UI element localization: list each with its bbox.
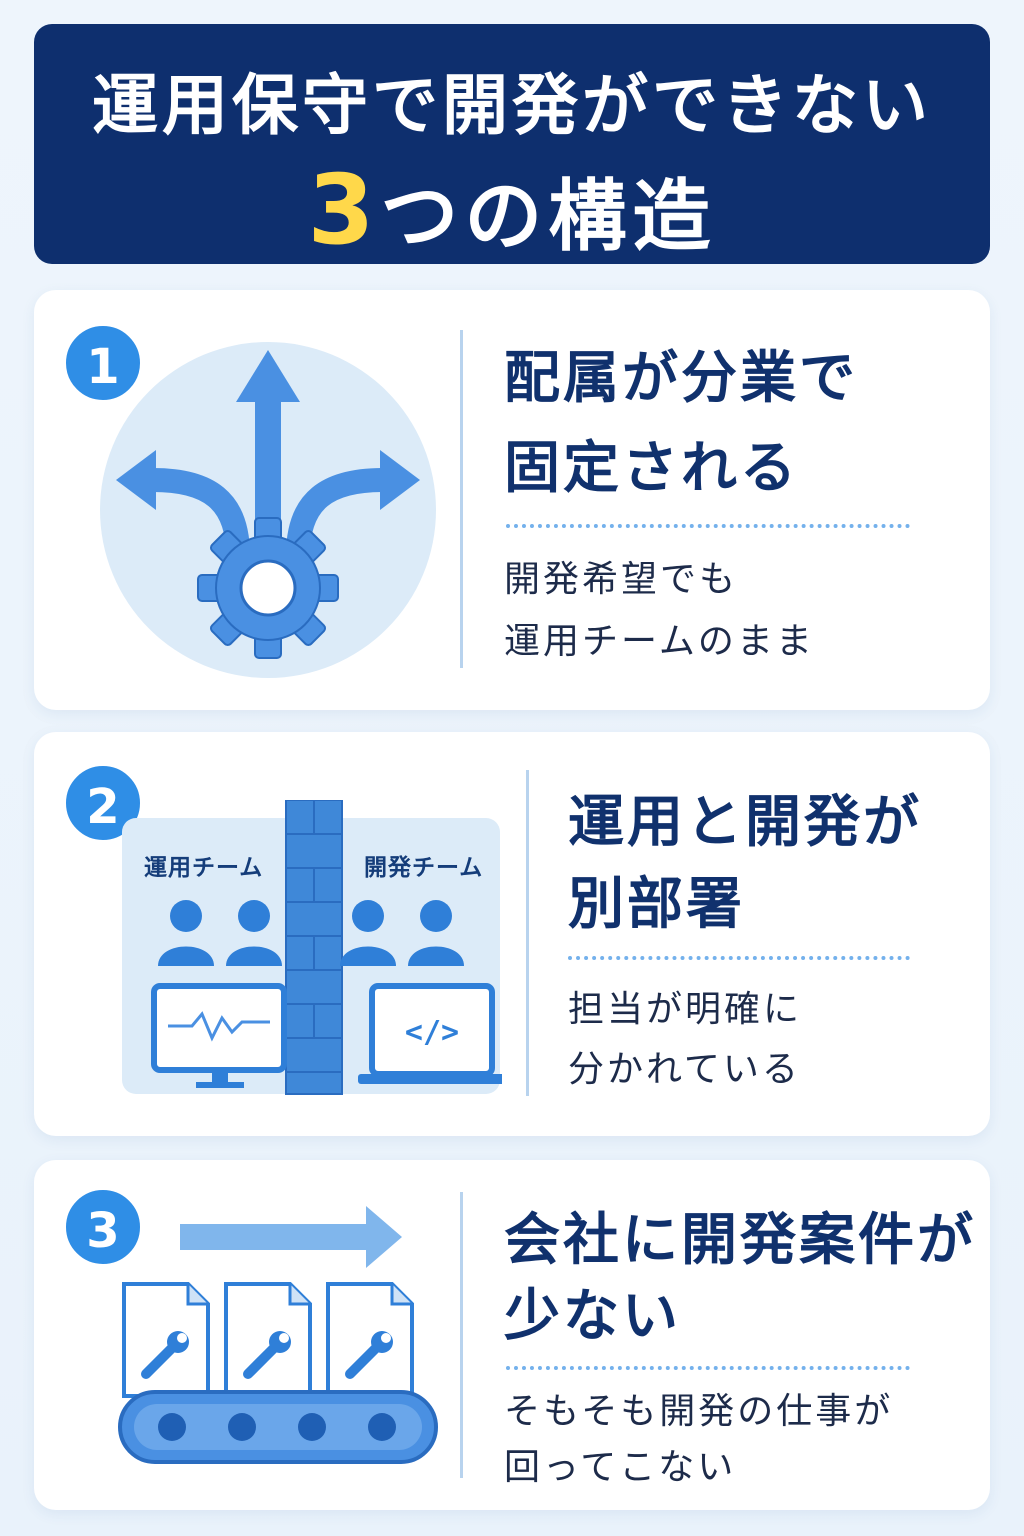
- dotted-separator: [568, 956, 910, 960]
- header-banner: 運用保守で開発ができない 3つの構造: [34, 24, 990, 264]
- card-number-badge: 1: [62, 322, 144, 404]
- card-divider: [460, 1192, 463, 1478]
- card-title-line1: 運用と開発が: [568, 790, 922, 855]
- card-number-badge: 3: [62, 1186, 144, 1268]
- dotted-separator: [506, 524, 910, 528]
- header-title-line1: 運用保守で開発ができない: [92, 67, 932, 144]
- card-subtitle-line1: 担当が明確に: [568, 989, 803, 1030]
- dotted-separator: [506, 1366, 910, 1370]
- right-team-label: 開発チーム: [364, 855, 484, 881]
- card-title-line2: 少ない: [504, 1284, 681, 1349]
- card-3: 3: [34, 1160, 990, 1510]
- svg-text:</>: </>: [405, 1015, 459, 1050]
- card-title-line1: 会社に開発案件が: [504, 1208, 976, 1273]
- card-divider: [526, 770, 529, 1096]
- card-subtitle-line2: 回ってこない: [504, 1447, 737, 1488]
- card-title-line2: 別部署: [568, 872, 745, 937]
- card-2: 2: [34, 732, 990, 1136]
- card-title-line1: 配属が分業で: [504, 346, 858, 411]
- card-subtitle-line1: 開発希望でも: [504, 559, 739, 600]
- branching-arrows-gear-icon: [98, 340, 438, 680]
- header-title-line2: 3つの構造: [34, 162, 990, 263]
- card-title-line2: 固定される: [504, 436, 799, 501]
- header-title-rest: つの構造: [380, 172, 717, 262]
- card-subtitle-line1: そもそも開発の仕事が: [504, 1391, 894, 1432]
- card-divider: [460, 330, 463, 668]
- left-team-label: 運用チーム: [144, 855, 264, 881]
- header-number: 3: [307, 154, 381, 266]
- conveyor-documents-icon: [90, 1206, 450, 1496]
- card-subtitle-line2: 運用チームのまま: [504, 621, 815, 662]
- card-subtitle-line2: 分かれている: [568, 1049, 801, 1090]
- team-wall-icon: </>: [122, 800, 502, 1100]
- card-1: 1: [34, 290, 990, 710]
